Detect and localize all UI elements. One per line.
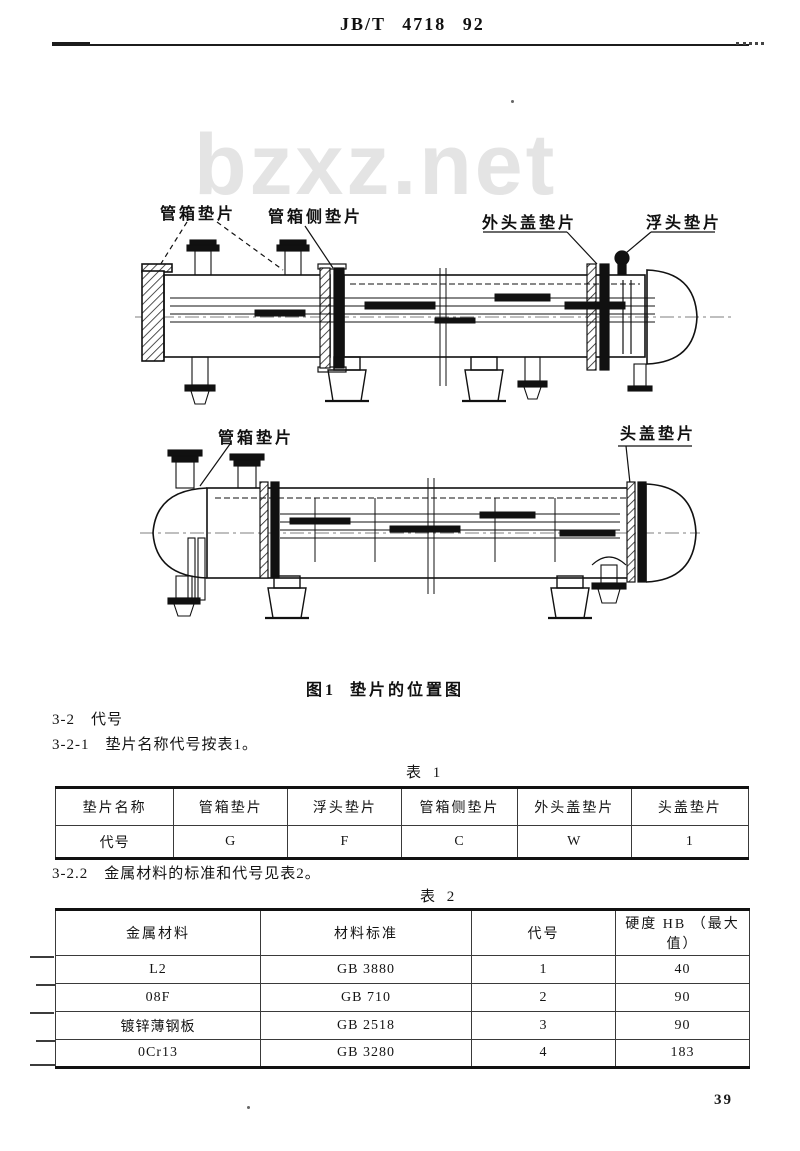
table2-row: 镀锌薄钢板 GB 2518 3 90 bbox=[55, 1011, 750, 1040]
table2-cell: 183 bbox=[615, 1039, 750, 1068]
table2-cell: 90 bbox=[615, 983, 750, 1012]
d1-leader-lines bbox=[156, 221, 715, 271]
d2-saddle-supports bbox=[265, 575, 592, 620]
table1-header-cell: 垫片名称 bbox=[54, 787, 175, 826]
d2-flanges bbox=[259, 481, 647, 583]
d2-label-head-cover-gasket: 头盖垫片 bbox=[620, 426, 697, 443]
table2-cell: GB 3880 bbox=[260, 955, 472, 984]
table2-cell: 08F bbox=[55, 983, 261, 1012]
d2-tube-bundle bbox=[215, 478, 628, 594]
heat-exchanger-diagram-1 bbox=[135, 221, 735, 405]
table1-title: 表 1 bbox=[406, 765, 445, 781]
table2-header-cell: 硬度 HB （最大值） bbox=[615, 909, 750, 956]
d1-label-channel-gasket: 管箱垫片 bbox=[160, 206, 237, 223]
table2-cell: 3 bbox=[471, 1011, 616, 1040]
table1-header-row: 垫片名称 管箱垫片 浮头垫片 管箱侧垫片 外头盖垫片 头盖垫片 bbox=[54, 787, 750, 826]
table2-cell: 90 bbox=[615, 1011, 750, 1040]
table1-cell: W bbox=[516, 825, 632, 859]
scan-artifact bbox=[36, 984, 56, 986]
table2-header-cell: 材料标准 bbox=[260, 909, 472, 956]
d1-label-channel-side-gasket: 管箱侧垫片 bbox=[268, 209, 364, 226]
table1: 垫片名称 管箱垫片 浮头垫片 管箱侧垫片 外头盖垫片 头盖垫片 代号 G F C… bbox=[54, 786, 750, 860]
table1-cell: F bbox=[287, 825, 403, 859]
section-3-2-number: 3-2 bbox=[52, 712, 75, 728]
table2-cell: 镀锌薄钢板 bbox=[55, 1011, 261, 1040]
section-3-2-1: 3-2-1 垫片名称代号按表1。 bbox=[52, 733, 258, 754]
section-3-2-1-number: 3-2-1 bbox=[52, 737, 90, 753]
table2-title: 表 2 bbox=[420, 889, 459, 905]
table1-cell: 1 bbox=[630, 825, 750, 859]
d1-nozzles bbox=[184, 239, 653, 405]
scan-artifact bbox=[30, 1012, 54, 1014]
table2-cell: GB 3280 bbox=[260, 1039, 472, 1068]
table2-row: 08F GB 710 2 90 bbox=[55, 983, 750, 1012]
table2-cell: 40 bbox=[615, 955, 750, 984]
table2-cell: GB 710 bbox=[260, 983, 472, 1012]
scan-speck bbox=[247, 1106, 250, 1109]
table1-data-row: 代号 G F C W 1 bbox=[54, 825, 750, 859]
section-3-2-1-text: 垫片名称代号按表1。 bbox=[105, 737, 259, 753]
d1-saddle-supports bbox=[325, 356, 506, 403]
table2-header-row: 金属材料 材料标准 代号 硬度 HB （最大值） bbox=[55, 909, 750, 956]
table1-cell: G bbox=[173, 825, 289, 859]
d2-nozzles bbox=[167, 449, 627, 617]
table2-cell: 1 bbox=[471, 955, 616, 984]
table1-header-cell: 管箱侧垫片 bbox=[401, 787, 518, 826]
table2-cell: 4 bbox=[471, 1039, 616, 1068]
scan-artifact bbox=[30, 956, 54, 958]
section-3-2-2: 3-2.2 金属材料的标准和代号见表2。 bbox=[52, 862, 321, 883]
doc-number: JB/T 4718 92 bbox=[340, 14, 485, 34]
scan-artifact bbox=[36, 1040, 56, 1042]
table1-cell: 代号 bbox=[54, 825, 175, 859]
table1-header-cell: 管箱垫片 bbox=[173, 787, 289, 826]
table2-row: L2 GB 3880 1 40 bbox=[55, 955, 750, 984]
section-3-2-2-number: 3-2.2 bbox=[52, 866, 89, 882]
header-rule-dots bbox=[736, 42, 764, 45]
d1-tube-bundle bbox=[170, 268, 655, 386]
d1-flanges bbox=[317, 250, 632, 373]
figure-caption: 图1 垫片的位置图 bbox=[306, 682, 465, 699]
table1-header-cell: 外头盖垫片 bbox=[516, 787, 632, 826]
table2-row: 0Cr13 GB 3280 4 183 bbox=[55, 1039, 750, 1068]
table2: 金属材料 材料标准 代号 硬度 HB （最大值） L2 GB 3880 1 40… bbox=[55, 908, 750, 1069]
table1-cell: C bbox=[401, 825, 518, 859]
scan-speck bbox=[511, 100, 514, 103]
page-number: 39 bbox=[714, 1092, 733, 1108]
header-rule bbox=[55, 44, 749, 46]
section-3-2-2-text: 金属材料的标准和代号见表2。 bbox=[104, 866, 321, 882]
d1-label-outer-head-cover-gasket: 外头盖垫片 bbox=[482, 215, 578, 232]
scan-artifact bbox=[30, 1064, 56, 1066]
table2-header-cell: 代号 bbox=[471, 909, 616, 956]
heat-exchanger-diagram-2 bbox=[140, 443, 700, 620]
header-rule-bold-end bbox=[52, 42, 90, 46]
table2-cell: GB 2518 bbox=[260, 1011, 472, 1040]
watermark: bzxz.net bbox=[194, 117, 558, 213]
table2-header-cell: 金属材料 bbox=[55, 909, 261, 956]
section-3-2-title: 代号 bbox=[91, 712, 124, 728]
table2-cell: 2 bbox=[471, 983, 616, 1012]
d2-label-channel-gasket: 管箱垫片 bbox=[218, 430, 295, 447]
d1-shell bbox=[141, 263, 698, 365]
table2-cell: 0Cr13 bbox=[55, 1039, 261, 1068]
section-3-2: 3-2 代号 bbox=[52, 708, 123, 729]
table1-header-cell: 浮头垫片 bbox=[287, 787, 403, 826]
d1-label-floating-head-gasket: 浮头垫片 bbox=[646, 215, 723, 232]
table1-header-cell: 头盖垫片 bbox=[630, 787, 750, 826]
table2-cell: L2 bbox=[55, 955, 261, 984]
